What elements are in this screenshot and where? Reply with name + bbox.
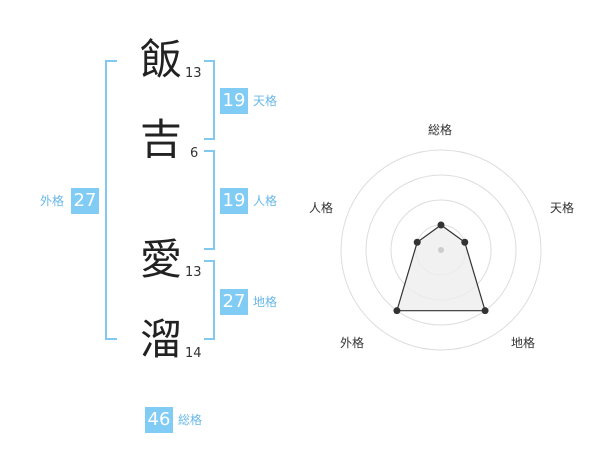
radar-label-jinkaku: 人格 [309, 201, 334, 215]
radar-label-chikaku: 地格 [511, 336, 536, 350]
radar-label-soukaku: 総格 [428, 123, 453, 137]
stroke-count-4: 14 [185, 346, 202, 361]
stroke-count-1: 13 [185, 66, 202, 81]
tenkaku-bracket [204, 60, 215, 140]
radar-grid-ring [340, 149, 542, 351]
gaikaku-label: 外格 [40, 194, 65, 208]
stroke-count-3: 13 [185, 265, 202, 280]
jinkaku-label: 人格 [253, 194, 278, 208]
stroke-count-2: 6 [190, 146, 199, 161]
name-char-1: 飯 [139, 35, 182, 84]
tenkaku-label: 天格 [253, 94, 278, 108]
radar-point-3 [393, 307, 401, 315]
soukaku-value-badge: 46 [145, 407, 173, 433]
radar-area [396, 224, 486, 312]
chikaku-label: 地格 [253, 295, 278, 309]
name-char-2: 吉 [139, 115, 182, 164]
radar-grid-ring [365, 174, 517, 326]
jinkaku-value-badge: 19 [220, 188, 248, 214]
chikaku-bracket [204, 260, 215, 340]
radar-center-dot [438, 247, 444, 253]
radar-point-4 [413, 238, 421, 246]
radar-point-0 [437, 221, 445, 229]
radar-point-2 [481, 307, 489, 315]
tenkaku-value-badge: 19 [220, 88, 248, 114]
jinkaku-bracket [204, 150, 215, 250]
gaikaku-bracket [105, 60, 117, 340]
name-char-4: 溜 [139, 315, 182, 364]
name-char-3: 愛 [139, 235, 182, 284]
soukaku-label: 総格 [178, 413, 203, 427]
radar-label-gaikaku: 外格 [340, 336, 365, 350]
radar-label-tenkaku: 天格 [550, 201, 575, 215]
chikaku-value-badge: 27 [220, 289, 248, 315]
radar-point-1 [461, 238, 469, 246]
gaikaku-value-badge: 27 [71, 188, 99, 214]
